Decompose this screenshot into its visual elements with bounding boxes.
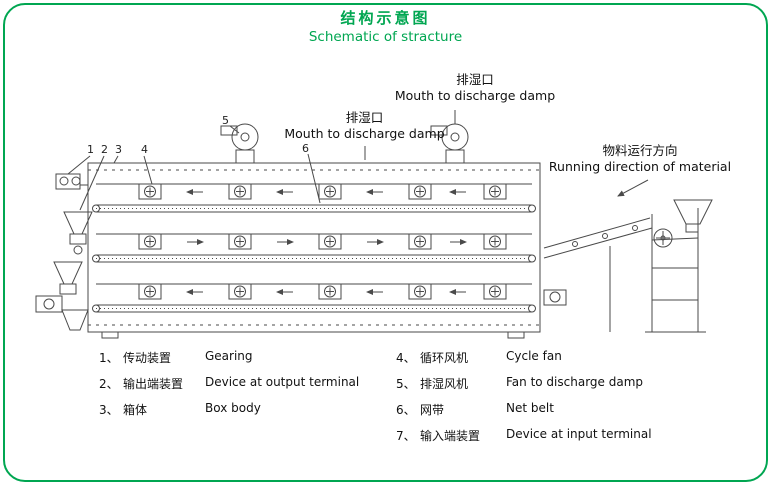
annotation-discharge-damp-left: 排湿口 Mouth to discharge damp [262, 110, 467, 141]
legend-item-net-belt: 6、 网带 Net belt [396, 401, 652, 418]
legend-item-gearing: 1、 传动装置 Gearing [99, 349, 359, 366]
legend-item-number: 4、 [396, 351, 416, 365]
part-number-1: 1 [87, 143, 94, 156]
legend-item-english: Box body [205, 401, 261, 415]
legend-item-cycle-fan: 4、 循环风机 Cycle fan [396, 349, 652, 366]
legend-item-english: Device at input terminal [506, 427, 652, 441]
legend-item-chinese: 网带 [420, 403, 445, 417]
output-terminal-devices [35, 211, 93, 331]
legend-item-input-terminal: 7、 输入端装置 Device at input terminal [396, 427, 652, 444]
annotation-running-direction-en: Running direction of material [548, 158, 732, 174]
net-belt-level-1 [92, 183, 536, 213]
input-terminal-device [543, 179, 713, 333]
part-number-3: 3 [115, 143, 122, 156]
annotation-discharge-damp-right-zh: 排湿口 [456, 72, 494, 87]
leader-lines [67, 110, 456, 211]
legend-item-chinese: 输入端装置 [420, 429, 481, 443]
part-number-6: 6 [302, 142, 309, 155]
legend-item-english: Fan to discharge damp [506, 375, 644, 389]
legend-item-chinese: 排湿风机 [420, 377, 469, 391]
legend-item-chinese: 传动装置 [123, 351, 172, 365]
legend-item-number: 1、 [99, 351, 119, 365]
legend-column-left: 1、 传动装置 Gearing 2、 输出端装置 Device at outpu… [99, 349, 359, 427]
title-chinese: 结构示意图 [340, 9, 431, 27]
legend-item-english: Net belt [506, 401, 554, 415]
legend-item-number: 7、 [396, 429, 416, 443]
net-belt-level-2 [92, 233, 536, 263]
legend-item-english: Cycle fan [506, 349, 562, 363]
page-title: 结构示意图 Schematic of stracture [0, 7, 771, 45]
legend-item-output-terminal: 2、 输出端装置 Device at output terminal [99, 375, 359, 392]
part-number-5: 5 [222, 114, 229, 127]
annotation-discharge-damp-left-zh: 排湿口 [345, 110, 384, 125]
annotation-running-direction: 物料运行方向 Running direction of material [532, 143, 748, 174]
part-number-4: 4 [141, 143, 148, 156]
legend-item-discharge-fan: 5、 排湿风机 Fan to discharge damp [396, 375, 652, 392]
annotation-discharge-damp-left-en: Mouth to discharge damp [284, 125, 445, 141]
legend-item-number: 2、 [99, 377, 119, 391]
legend-item-number: 3、 [99, 403, 119, 417]
legend-item-number: 6、 [396, 403, 416, 417]
belt-direction-arrows [186, 189, 467, 295]
legend-item-number: 5、 [396, 377, 416, 391]
gearing-unit [55, 173, 88, 190]
legend-column-right: 4、 循环风机 Cycle fan 5、 排湿风机 Fan to dischar… [396, 349, 652, 453]
annotation-running-direction-zh: 物料运行方向 [602, 143, 678, 158]
part-number-labels: 1 2 3 4 5 6 [87, 114, 309, 156]
legend-item-box-body: 3、 箱体 Box body [99, 401, 359, 418]
legend-item-chinese: 箱体 [123, 403, 148, 417]
legend-item-chinese: 循环风机 [420, 351, 469, 365]
annotation-discharge-damp-right: 排湿口 Mouth to discharge damp [370, 72, 580, 103]
box-body [87, 162, 541, 339]
discharge-fan-left [220, 123, 259, 164]
part-number-2: 2 [101, 143, 108, 156]
legend-item-english: Gearing [205, 349, 253, 363]
net-belt-level-3 [92, 283, 536, 313]
legend-item-chinese: 输出端装置 [123, 377, 184, 391]
title-english: Schematic of stracture [308, 29, 463, 45]
annotation-discharge-damp-right-en: Mouth to discharge damp [394, 87, 556, 103]
legend-item-english: Device at output terminal [205, 375, 360, 389]
